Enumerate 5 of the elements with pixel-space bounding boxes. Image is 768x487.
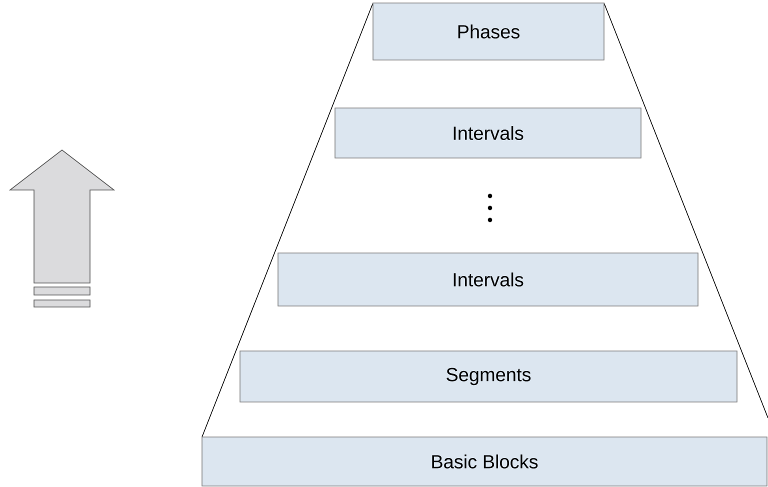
layer-box: Segments [240, 350, 738, 402]
layer-box: Intervals [334, 108, 642, 158]
layer-box: Intervals [278, 252, 698, 306]
layer-box: Basic Blocks [202, 436, 768, 486]
layer-box: Phases [372, 2, 604, 60]
